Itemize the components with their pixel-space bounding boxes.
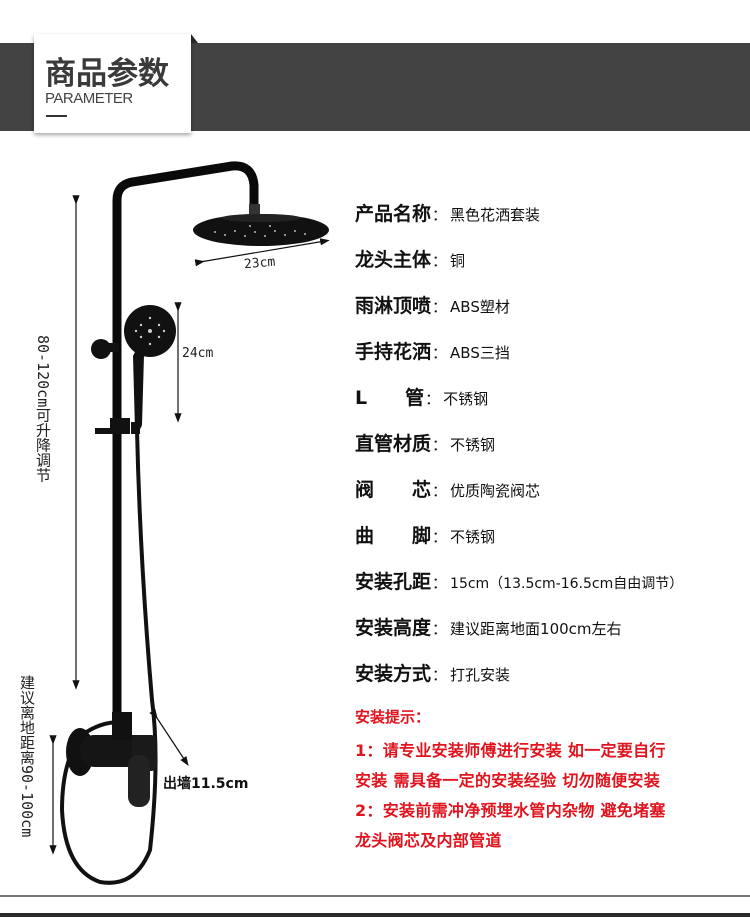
install-height-label: 建议离地距离90-100cm bbox=[18, 675, 36, 838]
spec-value: 打孔安装 bbox=[450, 666, 511, 684]
install-tip-line: 1：请专业安装师傅进行安装 如一定要自行 bbox=[355, 741, 666, 760]
spec-value: 不锈钢 bbox=[450, 436, 496, 454]
spec-row: 安装方式：打孔安装 bbox=[355, 659, 510, 689]
spec-row: 阀 芯：优质陶瓷阀芯 bbox=[355, 475, 540, 505]
rail-height-label: 80-120cm可升降调节 bbox=[34, 335, 52, 483]
spec-row: 曲 脚：不锈钢 bbox=[355, 521, 495, 551]
product-diagram: 23cm 24cm 80-120cm可升降调节 建议离地距离90-100cm 出… bbox=[0, 150, 340, 890]
spec-label: 产品名称 bbox=[355, 203, 432, 225]
shower-set-illustration bbox=[49, 161, 330, 885]
section-title: 商品参数 bbox=[45, 56, 169, 92]
spec-row: 雨淋顶喷：ABS塑材 bbox=[355, 291, 510, 321]
title-underline bbox=[46, 115, 67, 117]
spec-label: 阀 芯 bbox=[355, 479, 432, 501]
spec-row: L 管：不锈钢 bbox=[355, 383, 488, 413]
spec-row: 手持花洒：ABS三挡 bbox=[355, 337, 510, 367]
shower-head-width-label: 23cm bbox=[243, 254, 276, 273]
divider bbox=[0, 895, 750, 897]
spec-value: ABS三挡 bbox=[450, 344, 510, 362]
card-fold bbox=[191, 34, 198, 43]
spec-label: 雨淋顶喷 bbox=[355, 295, 432, 317]
hand-shower-height-label: 24cm bbox=[182, 346, 214, 361]
wall-projection-label: 出墙11.5cm bbox=[163, 776, 249, 792]
spec-value: 建议距离地面100cm左右 bbox=[450, 620, 622, 638]
title-card: 商品参数 PARAMETER bbox=[34, 34, 191, 133]
install-tip-line: 2：安装前需冲净预埋水管内杂物 避免堵塞 bbox=[355, 801, 666, 820]
spec-value: 黑色花洒套装 bbox=[450, 206, 541, 224]
spec-row: 产品名称：黑色花洒套装 bbox=[355, 199, 540, 229]
spec-label: 直管材质 bbox=[355, 433, 432, 455]
spec-label: 曲 脚 bbox=[355, 525, 432, 547]
footer-band bbox=[0, 913, 750, 917]
spec-value: ABS塑材 bbox=[450, 298, 510, 316]
spec-label: L 管 bbox=[355, 387, 425, 409]
spec-value: 15cm（13.5cm-16.5cm自由调节） bbox=[450, 576, 684, 592]
section-subtitle: PARAMETER bbox=[45, 90, 133, 107]
spec-value: 不锈钢 bbox=[450, 528, 496, 546]
spec-label: 安装孔距 bbox=[355, 571, 432, 593]
spec-value: 铜 bbox=[450, 252, 466, 270]
spec-label: 安装高度 bbox=[355, 617, 432, 639]
install-tips-title: 安装提示： bbox=[355, 708, 431, 726]
spec-label: 龙头主体 bbox=[355, 249, 432, 271]
spec-label: 安装方式 bbox=[355, 663, 432, 685]
spec-value: 优质陶瓷阀芯 bbox=[450, 482, 541, 500]
spec-row: 直管材质：不锈钢 bbox=[355, 429, 495, 459]
spec-row: 龙头主体：铜 bbox=[355, 245, 465, 275]
spec-value: 不锈钢 bbox=[443, 390, 489, 408]
spec-row: 安装孔距：15cm（13.5cm-16.5cm自由调节） bbox=[355, 567, 683, 597]
install-tip-line: 龙头阀芯及内部管道 bbox=[355, 831, 502, 850]
spec-row: 安装高度：建议距离地面100cm左右 bbox=[355, 613, 622, 643]
spec-label: 手持花洒 bbox=[355, 341, 432, 363]
install-tip-line: 安装 需具备一定的安装经验 切勿随便安装 bbox=[355, 771, 661, 790]
